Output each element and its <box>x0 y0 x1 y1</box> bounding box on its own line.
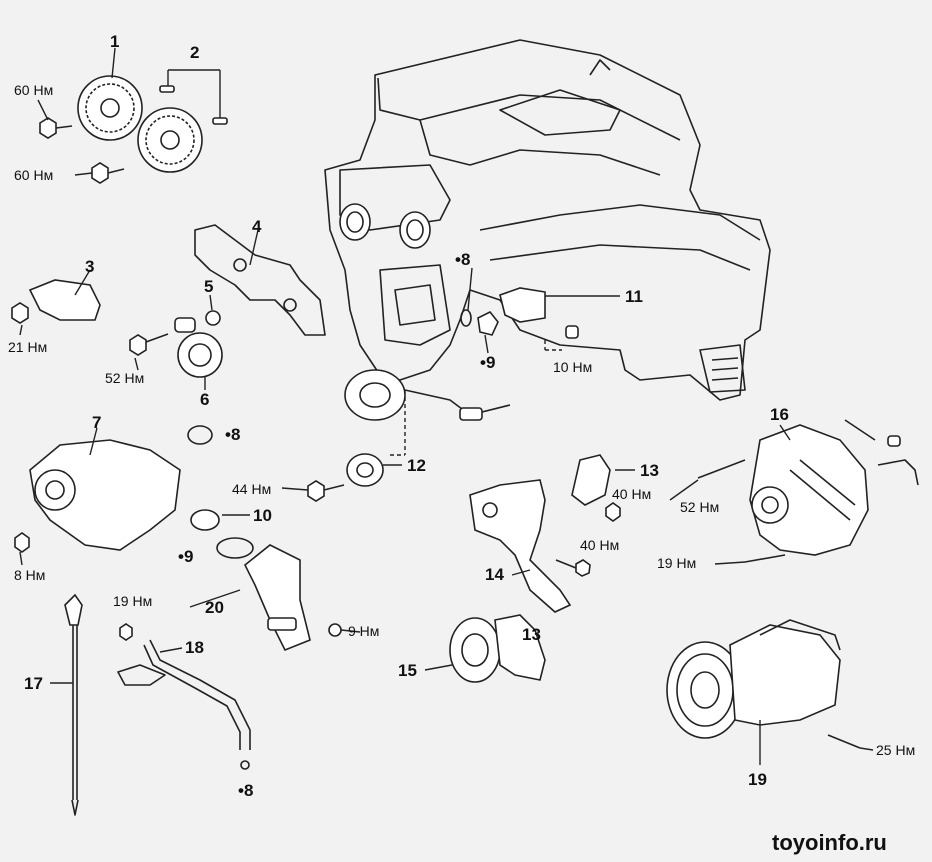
leader-lines <box>19 47 874 765</box>
dipstick-guide-18 <box>117 623 251 770</box>
callout-10: 10 <box>253 506 272 525</box>
torque-19-left: 19 Нм <box>113 593 152 609</box>
callout-13a: 13 <box>640 461 659 480</box>
thermostat-10 <box>190 509 342 652</box>
callout-12: 12 <box>407 456 426 475</box>
sensors-8-9-11 <box>460 287 579 351</box>
callout-8c: •8 <box>238 781 253 800</box>
torque-19-right: 19 Нм <box>657 555 696 571</box>
callout-5: 5 <box>204 277 213 296</box>
torque-52-right: 52 Нм <box>680 499 719 515</box>
torque-21: 21 Нм <box>8 339 47 355</box>
engine-block <box>324 39 771 421</box>
callout-3: 3 <box>85 257 94 276</box>
ac-compressor-19 <box>666 619 861 749</box>
bracket-3 <box>11 279 101 324</box>
torque-10: 10 Нм <box>553 359 592 375</box>
bracket-13-14 <box>469 454 621 613</box>
callout-2: 2 <box>190 43 199 62</box>
timing-belt-cover <box>194 224 326 336</box>
alternator-16 <box>697 419 919 563</box>
torque-25: 25 Нм <box>876 742 915 758</box>
water-pump-7 <box>14 425 213 553</box>
pulley-bolts <box>39 117 125 184</box>
callout-13b: 13 <box>522 625 541 644</box>
callout-1: 1 <box>110 32 119 51</box>
callout-6: 6 <box>200 390 209 409</box>
callout-7: 7 <box>92 413 101 432</box>
torque-labels: 60 Нм 60 Нм 21 Нм 52 Нм 10 Нм 8 Нм 44 Нм… <box>8 82 915 758</box>
callout-20: 20 <box>205 598 224 617</box>
torque-9: 9 Нм <box>348 623 379 639</box>
callout-18: 18 <box>185 638 204 657</box>
callout-11: 11 <box>625 287 643 306</box>
callout-19: 19 <box>748 770 767 789</box>
torque-60-bottom: 60 Нм <box>14 167 53 183</box>
torque-40-bottom: 40 Нм <box>580 537 619 553</box>
callout-4: 4 <box>252 217 262 236</box>
callout-9a: •9 <box>178 547 193 566</box>
callout-14: 14 <box>485 565 504 584</box>
camshaft-pulleys <box>77 75 228 173</box>
torque-44: 44 Нм <box>232 481 271 497</box>
callout-8b: •8 <box>455 250 470 269</box>
callout-17: 17 <box>24 674 43 693</box>
torque-60-top: 60 Нм <box>14 82 53 98</box>
torque-52-left: 52 Нм <box>105 370 144 386</box>
callout-numbers: 1 2 3 4 5 6 7 •8 •8 •8 •9 •9 10 11 12 13… <box>24 32 789 800</box>
callout-16: 16 <box>770 405 789 424</box>
dipstick-17 <box>64 593 83 816</box>
torque-8: 8 Нм <box>14 567 45 583</box>
callout-8a: •8 <box>225 425 240 444</box>
idler-15 <box>449 614 546 683</box>
torque-40-top: 40 Нм <box>612 486 651 502</box>
callout-9b: •9 <box>480 353 495 372</box>
tensioner-12 <box>307 390 406 502</box>
watermark: toyoinfo.ru <box>772 830 887 855</box>
callout-15: 15 <box>398 661 417 680</box>
idler-6 <box>129 310 223 378</box>
